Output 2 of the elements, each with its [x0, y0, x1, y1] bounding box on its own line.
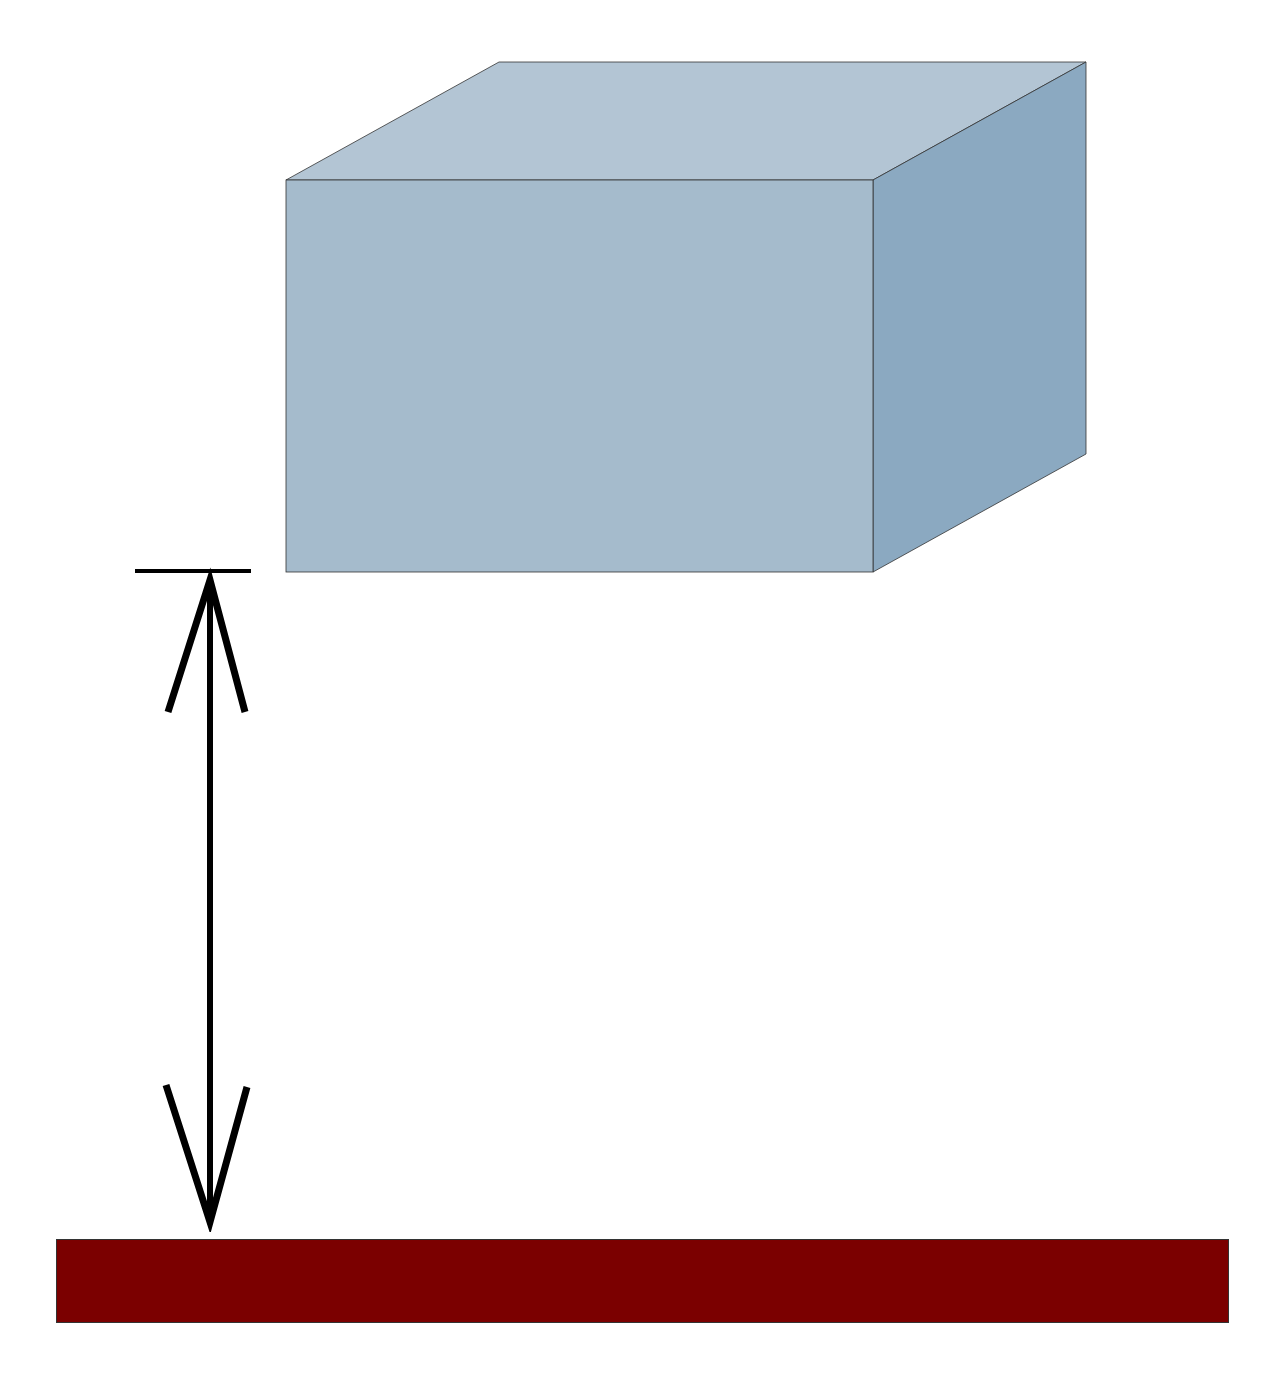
- ground-bar: [56, 1239, 1229, 1323]
- cuboid-drawing: [286, 62, 1086, 572]
